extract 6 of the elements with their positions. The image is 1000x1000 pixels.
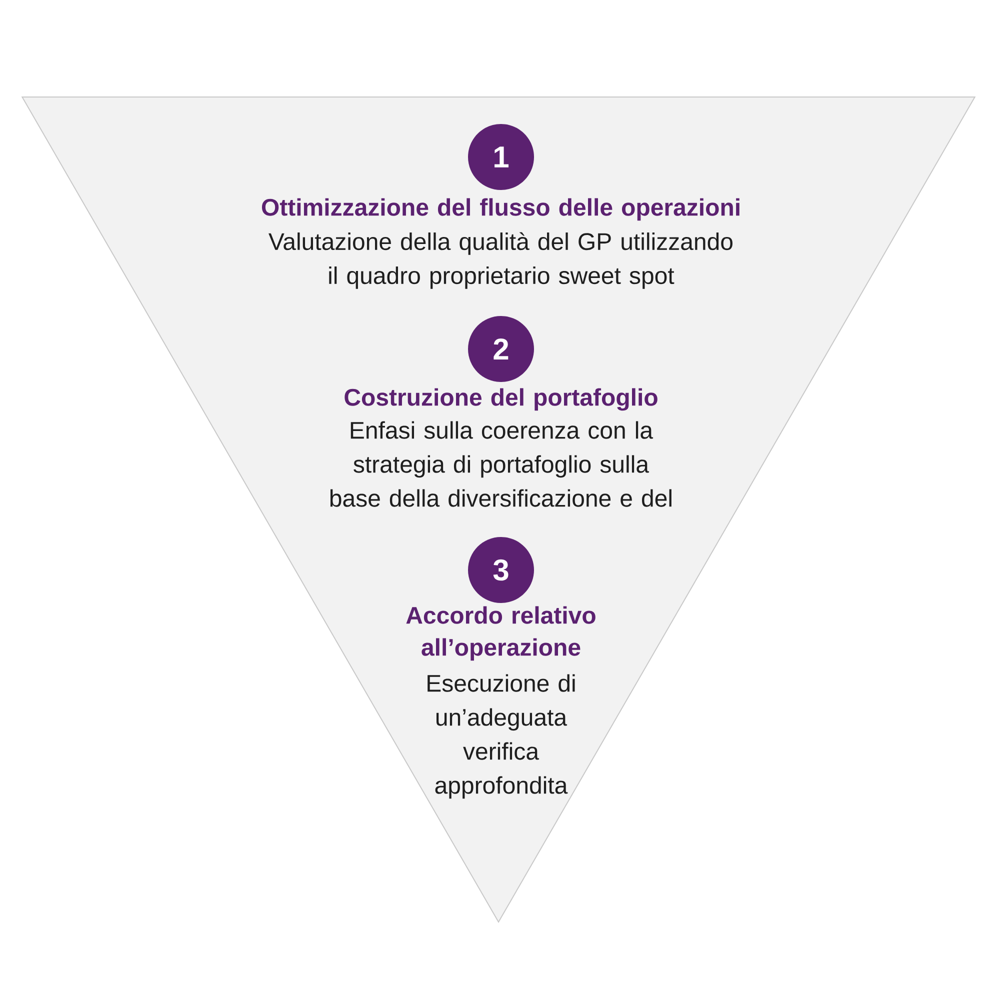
step-description: Esecuzione di un’adeguata verifica approfondita (428, 674, 575, 799)
step-title: Ottimizzazione del flusso delle operazioni (262, 198, 740, 221)
step-title: Accordo relativo all’operazione (406, 606, 596, 661)
step-description: Enfasi sulla coerenza con la strategia di portafoglio sulla base della diversificazione e del (330, 421, 672, 507)
step-title: Costruzione del portafoglio (344, 388, 658, 411)
step-description: Valutazione della qualità del GP utilizzando il quadro proprietario sweet spot (268, 232, 732, 289)
